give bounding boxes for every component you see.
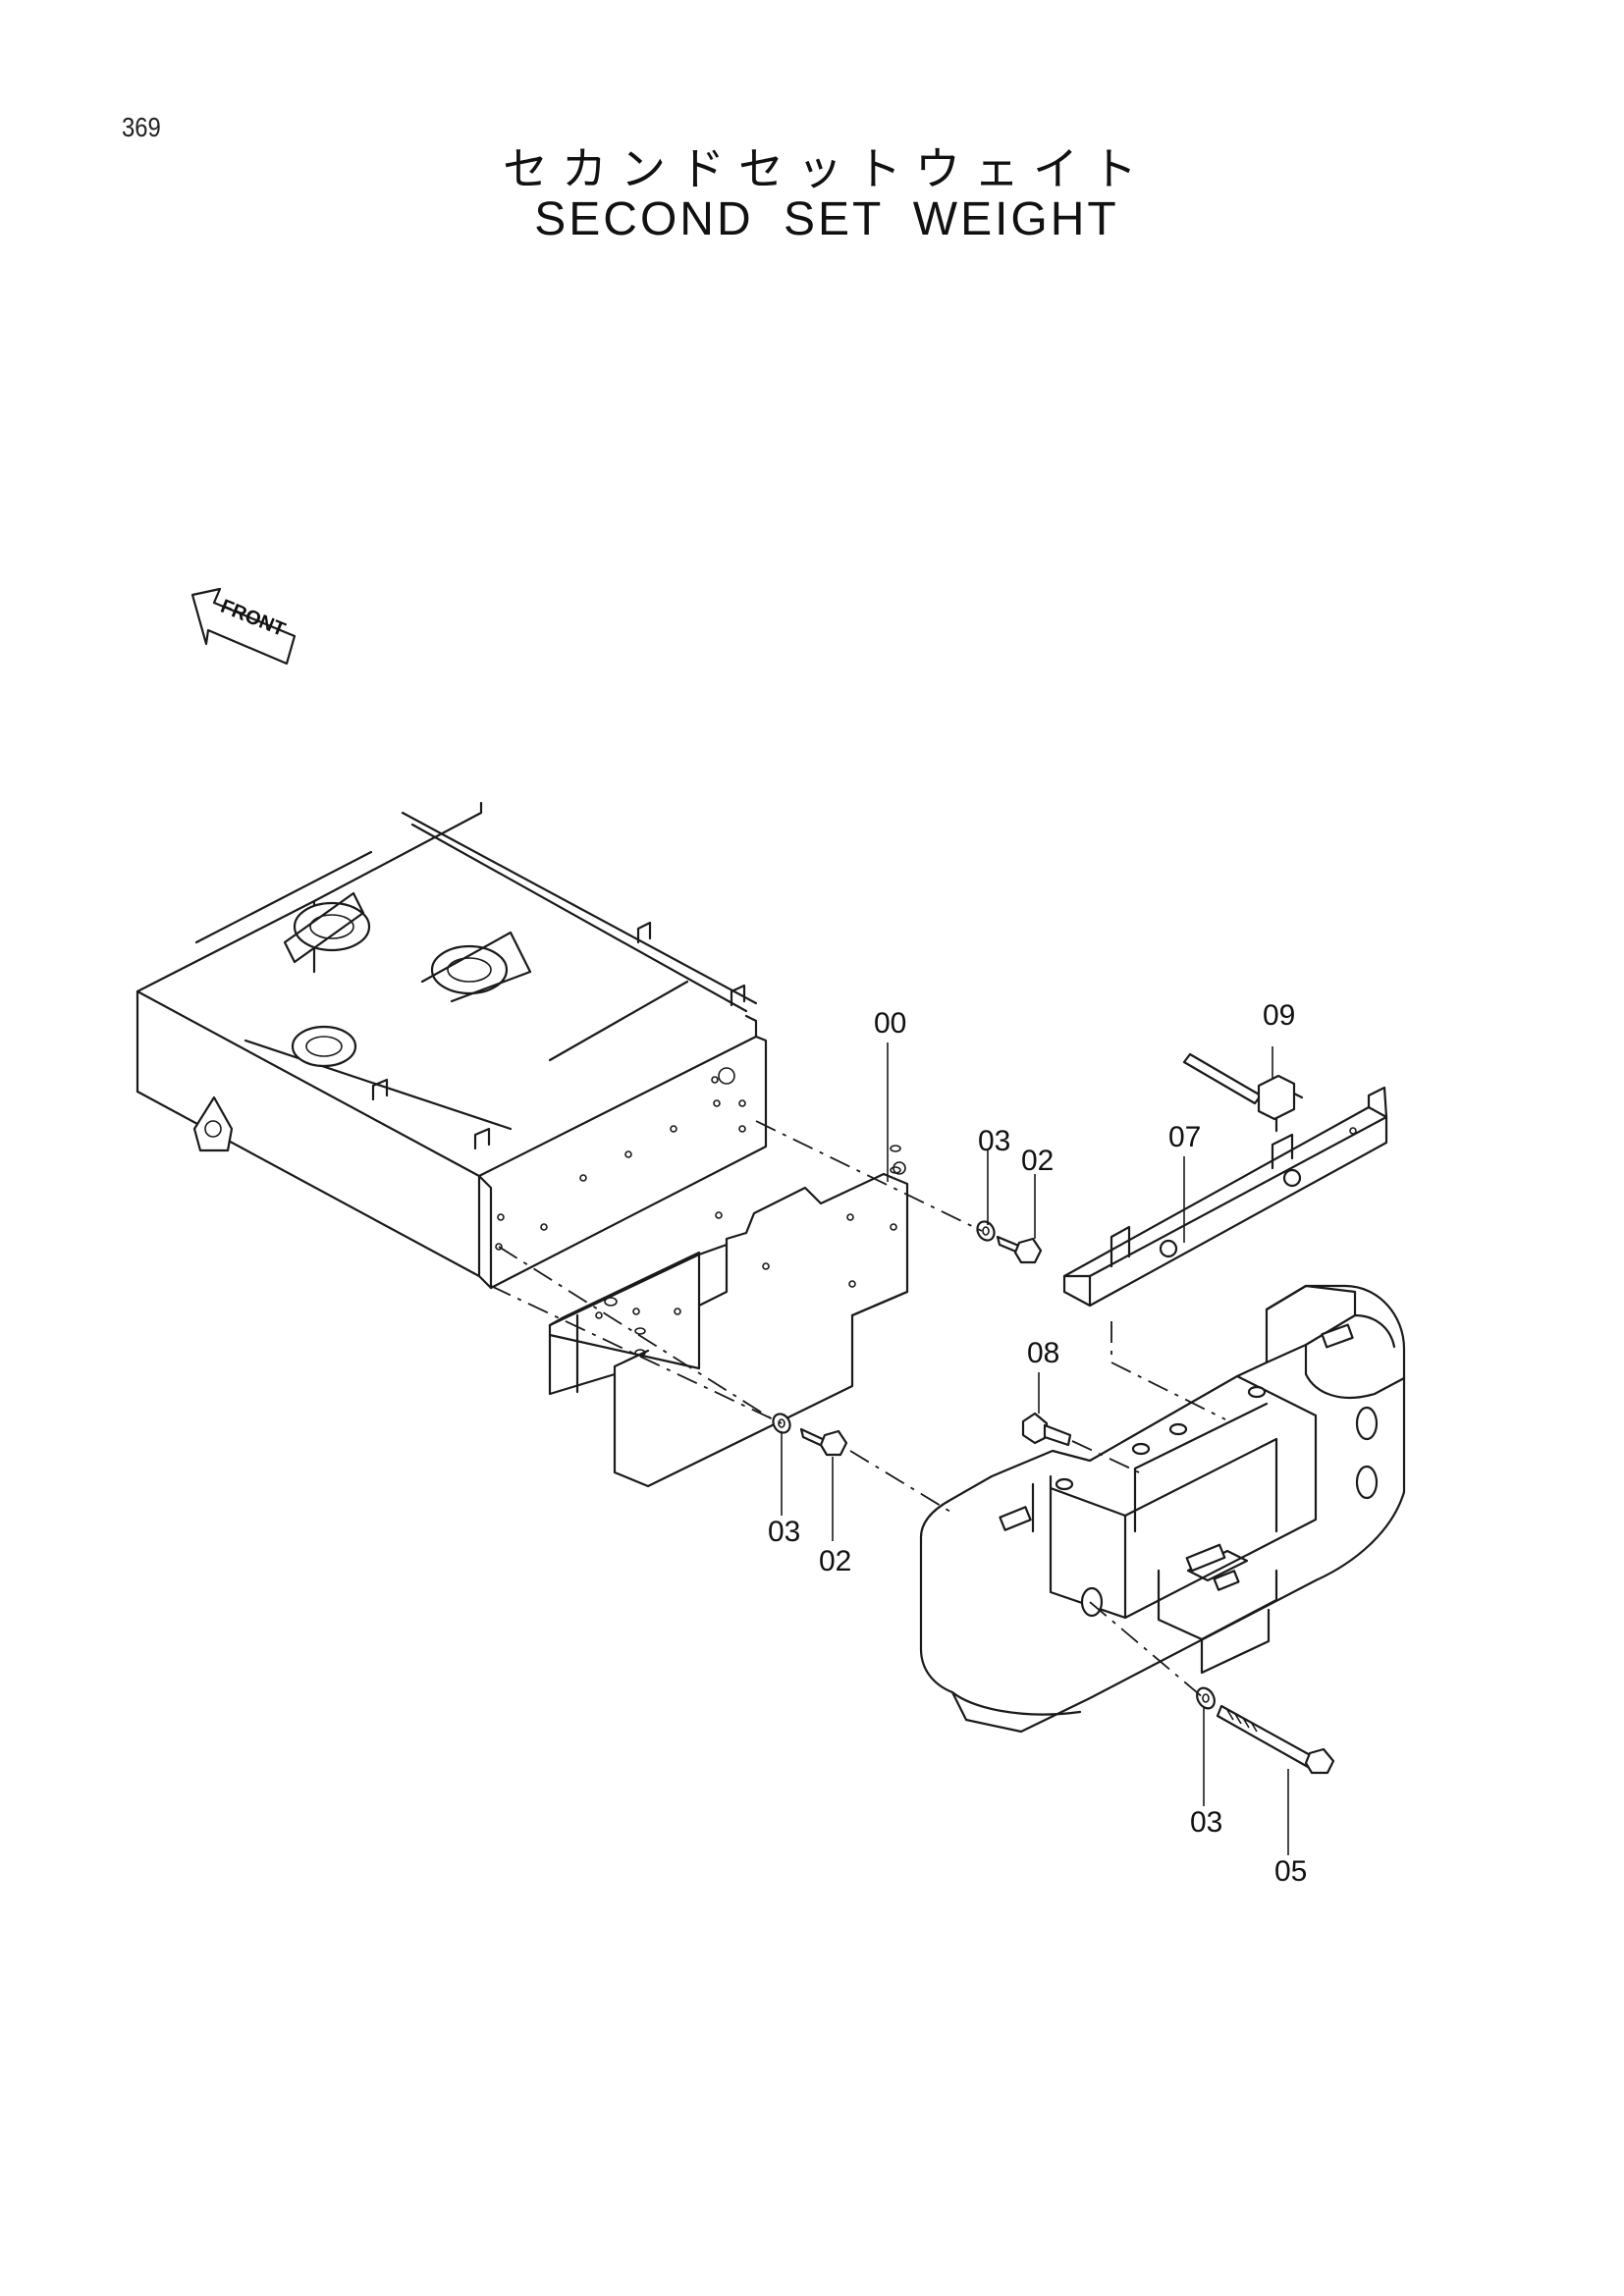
bolt-05 (1216, 1704, 1335, 1775)
assembly-lines (490, 1120, 1226, 1699)
bolt-02-upper (996, 1235, 1043, 1264)
page-number: 369 (122, 112, 161, 142)
callout-09: 09 (1263, 999, 1295, 1032)
callouts: 00 09 07 03 02 08 03 02 03 05 (768, 999, 1307, 1888)
cable-tie-part-09 (1182, 1052, 1304, 1133)
washer-03-weight (1196, 1686, 1216, 1710)
bolt-08 (1021, 1412, 1072, 1447)
bolt-02-lower (799, 1427, 848, 1457)
callout-08: 08 (1027, 1337, 1059, 1369)
channel-bracket-part-07 (1062, 1086, 1388, 1308)
callout-02-lower: 02 (819, 1545, 851, 1577)
front-arrow-icon: FRONT (190, 587, 297, 666)
bracket-plate-part-00 (548, 1145, 909, 1488)
upper-frame (135, 801, 768, 1290)
callout-05: 05 (1274, 1855, 1307, 1888)
leader-lines (781, 1042, 1289, 1855)
callout-02-upper: 02 (1021, 1145, 1054, 1177)
title-japanese: セカンドセットウェイト (503, 142, 1151, 195)
counterweight-body (919, 1284, 1406, 1734)
callout-03-weight: 03 (1190, 1806, 1222, 1839)
hardware (772, 1220, 1335, 1775)
washer-03-upper (976, 1220, 996, 1242)
callout-00: 00 (874, 1007, 906, 1040)
callout-03-upper: 03 (978, 1125, 1010, 1157)
title-english: SECOND SET WEIGHT (534, 193, 1119, 245)
callout-03-lower: 03 (768, 1516, 800, 1548)
callout-07: 07 (1168, 1121, 1201, 1153)
